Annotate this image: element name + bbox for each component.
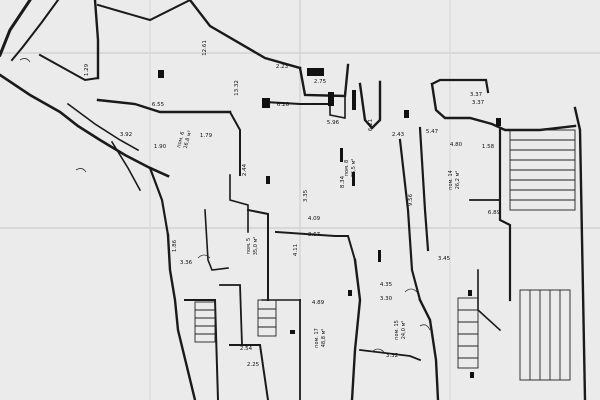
room-area-label: 35,0 м² [253, 237, 259, 256]
room-area-label: 36,5 м² [351, 159, 357, 178]
room-area-label: 26,2 м² [455, 171, 461, 190]
dimension-label: 6.26 [277, 102, 290, 108]
dimension-label: 3.67 [308, 232, 321, 238]
dimension-label: 12.61 [202, 40, 208, 56]
room-area-label: 16,8 м² [183, 130, 194, 149]
dimension-label: 1.86 [172, 239, 178, 252]
dimension-label: 1.90 [154, 144, 167, 150]
dimension-label: 3.30 [380, 296, 393, 302]
dimension-label: 4.11 [293, 244, 299, 256]
dimension-label: 3.45 [438, 256, 451, 262]
dimension-label: 3.32 [386, 353, 398, 359]
room-name-label: пом. 5 [246, 238, 252, 254]
dimension-label: 6.21 [368, 119, 374, 131]
dimension-label: 3.37 [470, 92, 483, 98]
dimension-label: 1.58 [482, 144, 495, 150]
dimension-label: 5.47 [426, 129, 439, 135]
room-area-label: 48,8 м² [321, 329, 327, 348]
dimension-label: 1.29 [84, 63, 90, 76]
dimension-label: 4.89 [312, 300, 325, 306]
room-name-label: пом. 8 [344, 160, 350, 176]
dimension-label: 2.25 [247, 362, 260, 368]
dimension-label: 6.89 [488, 210, 501, 216]
dimension-label: 3.36 [180, 260, 193, 266]
door-swings [19, 58, 431, 353]
room-area-label: 24,0 м² [401, 321, 407, 340]
dimension-label: 6.55 [152, 102, 165, 108]
dimension-label: 3.35 [303, 189, 309, 202]
walls [0, 0, 587, 400]
dimension-label: 4.09 [308, 216, 321, 222]
dimension-label: 2.75 [314, 79, 327, 85]
dimension-label: 1.79 [200, 133, 213, 139]
dimension-label: 9.56 [408, 193, 414, 206]
dimension-label: 13.32 [234, 80, 240, 96]
stairs-left [194, 299, 277, 343]
dimension-label: 2.23 [276, 64, 289, 70]
dimension-label: 8.34 [340, 175, 346, 188]
room-name-label: пом. 14 [448, 170, 454, 190]
dimension-label: 3.37 [472, 100, 485, 106]
dimension-label: 3.92 [120, 132, 132, 138]
labels-layer: 6.55 13.32 12.61 2.23 2.75 3.37 6.26 5.96 6.21 2.… [84, 40, 501, 368]
room-name-label: пом. 6 [176, 131, 186, 148]
dimension-label: 2.54 [240, 346, 253, 352]
dimension-label: 4.80 [450, 142, 463, 148]
dimension-label: 4.35 [380, 282, 393, 288]
room-name-label: пом. 15 [394, 320, 400, 340]
dimension-label: 2.43 [392, 132, 405, 138]
room-name-label: пом. 17 [314, 328, 320, 348]
dimension-label: 2.44 [242, 163, 248, 176]
stairs-right [457, 129, 576, 381]
dimension-label: 5.96 [327, 120, 340, 126]
wall-blocks [158, 68, 501, 378]
